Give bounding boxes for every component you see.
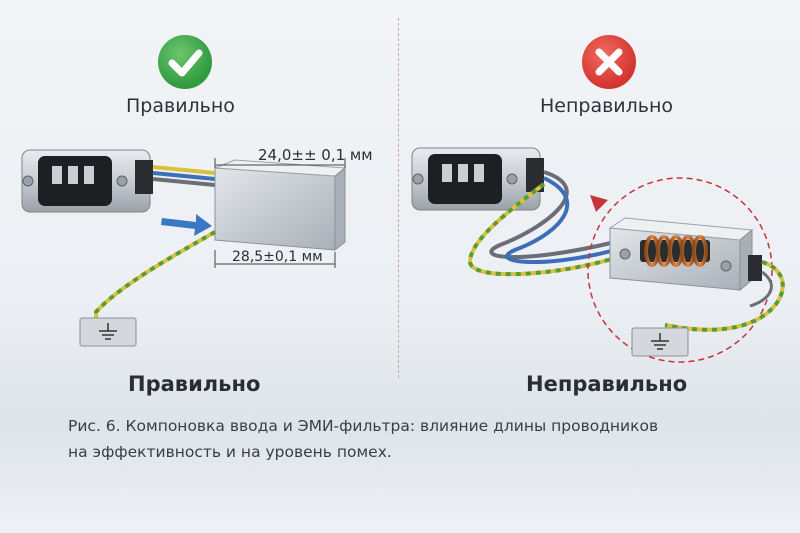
right-ground-terminal bbox=[631, 327, 689, 357]
problem-zone bbox=[587, 177, 773, 363]
caption-line-1: Рис. 6. Компоновка ввода и ЭМИ-фильтра: … bbox=[68, 417, 659, 435]
right-output-wires bbox=[664, 260, 785, 332]
left-ground-terminal bbox=[79, 317, 137, 347]
left-bottom-label: Правильно bbox=[128, 372, 261, 396]
left-inlet-connector bbox=[21, 149, 153, 213]
filter-coil bbox=[640, 235, 710, 267]
left-heading: Правильно bbox=[126, 95, 235, 117]
left-ground-wire bbox=[94, 230, 216, 322]
left-arrow bbox=[161, 214, 212, 236]
illustration: 24,0±± 0,1 мм 28,5±0,1 мм bbox=[21, 146, 785, 363]
left-short-wires bbox=[152, 165, 216, 187]
right-inlet-connector bbox=[411, 147, 544, 211]
right-bottom-label: Неправильно bbox=[526, 372, 688, 396]
caption-line-2: на эффективность и на уровень помех. bbox=[68, 443, 392, 461]
ground-icon bbox=[99, 323, 117, 340]
right-long-wires bbox=[467, 170, 616, 277]
dimension-bottom-label: 28,5±0,1 мм bbox=[232, 249, 323, 265]
figure-caption: Рис. 6. Компоновка ввода и ЭМИ-фильтра: … bbox=[68, 413, 788, 465]
left-dimension-lines bbox=[214, 158, 346, 268]
left-filter-block bbox=[214, 159, 347, 252]
ground-icon bbox=[651, 333, 669, 350]
correct-badge bbox=[158, 35, 212, 89]
center-divider bbox=[398, 18, 399, 378]
cross-icon bbox=[595, 48, 623, 76]
right-heading: Неправильно bbox=[540, 95, 674, 117]
incorrect-badge bbox=[582, 35, 636, 89]
check-icon bbox=[168, 49, 203, 77]
dimension-top-label: 24,0±± 0,1 мм bbox=[258, 146, 373, 164]
